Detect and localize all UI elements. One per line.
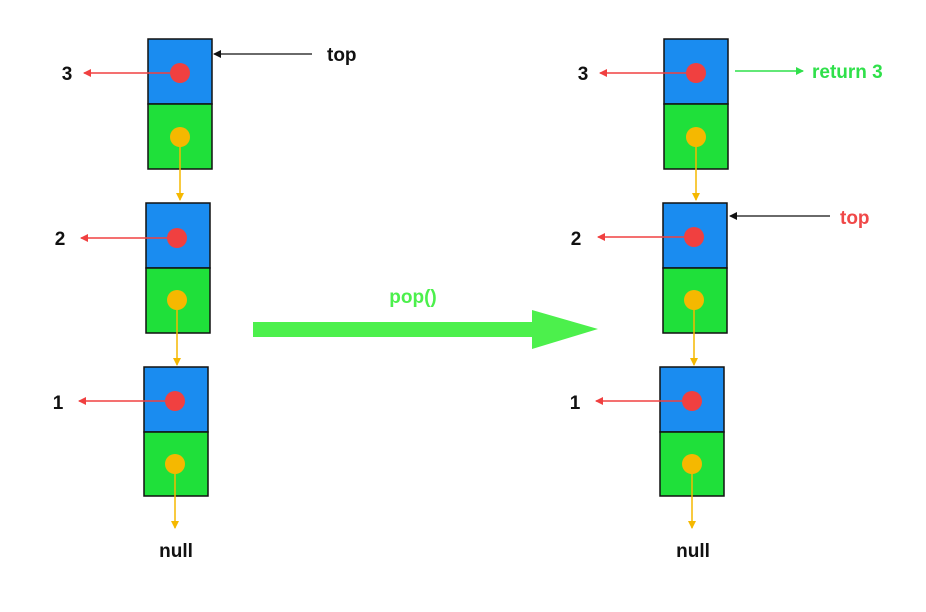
before-null-label: null (159, 541, 193, 562)
after-node-3: 3 return 3 (578, 38, 883, 201)
operation-label: pop() (389, 287, 436, 308)
before-node-3-next-dot (170, 127, 190, 147)
before-node-2-next-dot (167, 290, 187, 310)
return-label: return 3 (812, 62, 883, 83)
before-node-1-data-dot (165, 391, 185, 411)
before-top-label: top (327, 45, 357, 66)
before-node-1: 1 (53, 366, 209, 529)
operation-arrow-shaft (253, 322, 535, 337)
pop-operation: pop() (253, 287, 598, 349)
after-node-1-next-dot (682, 454, 702, 474)
after-top-label: top (840, 208, 870, 229)
after-node-3-value: 3 (578, 64, 589, 85)
before-stack: 3 2 1 top null (53, 38, 357, 562)
after-node-1: 1 (570, 366, 725, 529)
after-node-2-next-dot (684, 290, 704, 310)
before-node-3-value: 3 (62, 64, 73, 85)
after-node-2-value: 2 (571, 229, 582, 250)
after-node-1-data-dot (682, 391, 702, 411)
before-node-2: 2 (55, 202, 211, 366)
after-node-1-value: 1 (570, 393, 581, 414)
operation-arrow-head (532, 310, 598, 349)
before-node-1-next-dot (165, 454, 185, 474)
after-node-3-next-dot (686, 127, 706, 147)
after-null-label: null (676, 541, 710, 562)
before-node-2-value: 2 (55, 229, 66, 250)
before-node-3-data-dot (170, 63, 190, 83)
after-node-2-data-dot (684, 227, 704, 247)
before-node-3: 3 (62, 38, 213, 201)
after-node-2: 2 (571, 202, 728, 366)
after-node-3-data-dot (686, 63, 706, 83)
after-stack: 3 return 3 2 1 top null (570, 38, 883, 562)
before-node-1-value: 1 (53, 393, 64, 414)
before-node-2-data-dot (167, 228, 187, 248)
